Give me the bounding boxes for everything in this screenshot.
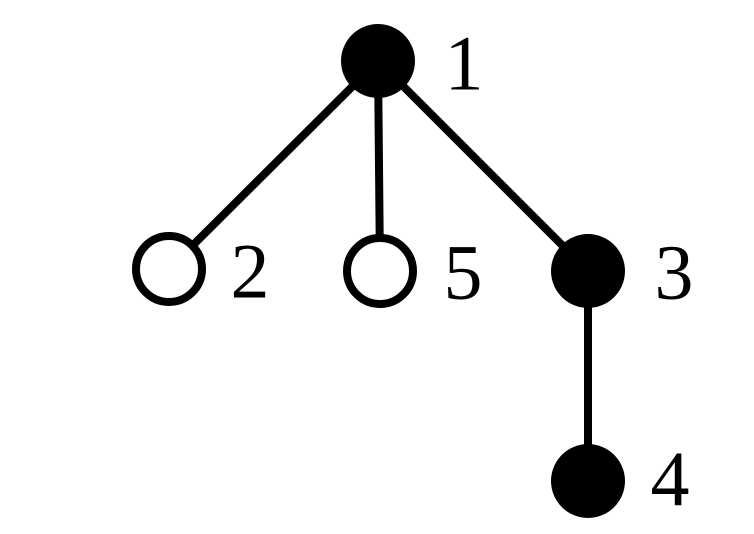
labels-layer: 1 2 5 3 4 <box>231 20 694 523</box>
node-3-filled <box>551 234 625 308</box>
nodes-layer <box>132 24 625 518</box>
node-3-label: 3 <box>655 229 694 316</box>
node-2-label: 2 <box>231 228 270 315</box>
node-4-filled <box>551 444 625 518</box>
node-5-open <box>343 234 417 308</box>
node-4-label: 4 <box>651 436 690 523</box>
node-2-open <box>132 232 206 306</box>
edge-1-3 <box>375 58 591 274</box>
node-1-filled <box>341 24 415 98</box>
node-1-label: 1 <box>445 20 484 107</box>
edge-1-2 <box>166 58 381 272</box>
node-5-label: 5 <box>444 229 483 316</box>
